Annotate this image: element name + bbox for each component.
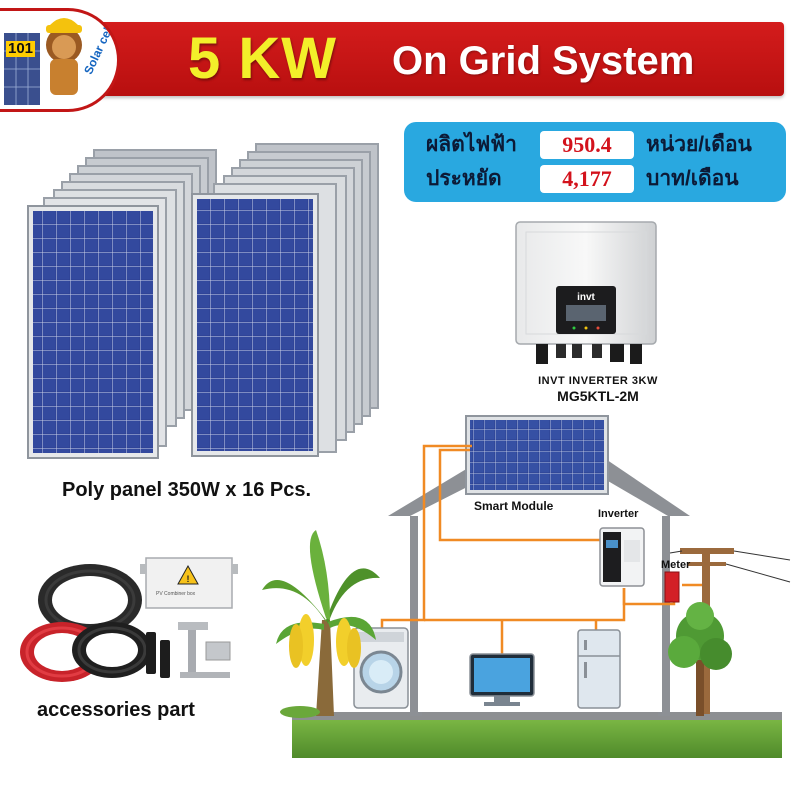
svg-text:invt: invt (577, 292, 595, 303)
savings-value: 4,177 (540, 165, 634, 193)
savings-row: ประหยัด 4,177 บาท/เดือน (404, 162, 786, 196)
power-rating-title: 5 KW (188, 26, 337, 91)
grass-ground (292, 718, 782, 758)
combiner-box-label: PV Combiner box (156, 591, 196, 597)
production-label: ผลิตไฟฟ้า (426, 133, 517, 156)
television (469, 653, 535, 706)
production-unit: หน่วย/เดือน (646, 133, 752, 156)
inverter-caption-line1: INVT INVERTER 3KW (538, 375, 658, 387)
accessories-caption: accessories part (37, 699, 195, 721)
tree-right (668, 602, 732, 716)
panel-stack-right (191, 143, 379, 457)
meter-label: Meter (661, 559, 691, 571)
smart-module-panel (465, 415, 609, 495)
production-value: 950.4 (540, 131, 634, 159)
title-banner: 5 KW On Grid System (0, 22, 784, 96)
brand-logo: 101 Solar cells (0, 8, 120, 112)
system-type-title: On Grid System (392, 39, 695, 83)
connectors-brackets (146, 622, 231, 678)
savings-unit: บาท/เดือน (646, 167, 739, 190)
panel-stack-left (27, 149, 217, 459)
panels-caption: Poly panel 350W x 16 Pcs. (62, 479, 312, 501)
wall-inverter (599, 527, 645, 587)
combiner-box: ! (140, 557, 238, 609)
inverter-product-image: invt (515, 221, 657, 364)
meter-box (664, 571, 680, 603)
inverter-caption-line2: MG5KTL-2M (557, 388, 639, 404)
inverter-label: Inverter (598, 508, 639, 520)
house-floor (292, 712, 782, 720)
refrigerator (577, 629, 621, 709)
info-box: ผลิตไฟฟ้า 950.4 หน่วย/เดือน ประหยัด 4,17… (404, 122, 786, 202)
smart-module-label: Smart Module (474, 499, 554, 513)
washing-machine (353, 627, 409, 709)
svg-text:!: ! (187, 574, 190, 584)
cable-coils (20, 564, 152, 682)
logo-number: 101 (6, 40, 36, 57)
savings-label: ประหยัด (426, 167, 502, 190)
banana-tree (262, 530, 380, 718)
production-row: ผลิตไฟฟ้า 950.4 หน่วย/เดือน (404, 128, 786, 162)
